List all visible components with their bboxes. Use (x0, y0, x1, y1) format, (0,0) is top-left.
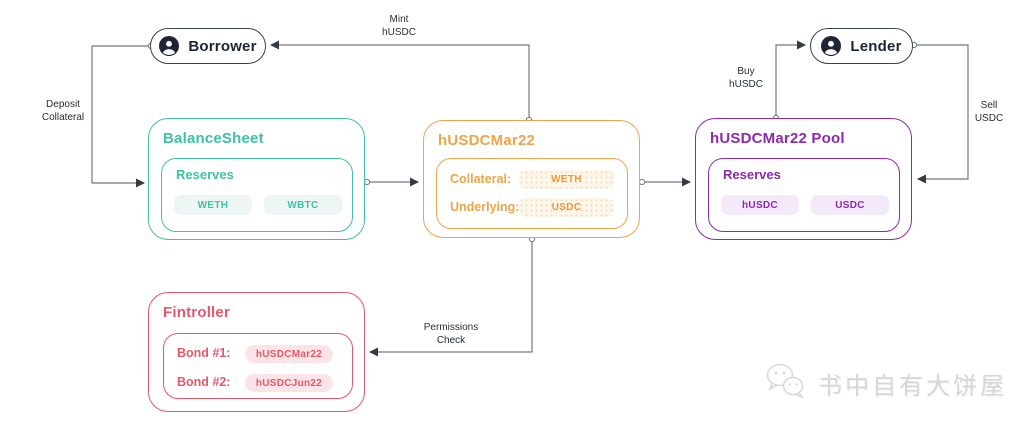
edge-permissions-check (369, 239, 533, 357)
edge-label-line: Check (436, 334, 466, 346)
edge-label-line: Collateral (41, 111, 85, 123)
bond1-value-pill: hUSDCMar22 (245, 345, 333, 363)
bond-node: hUSDCMar22 Collateral: WETH Underlying: … (423, 120, 640, 238)
balancesheet-node: BalanceSheet Reserves WETH WBTC (148, 118, 365, 240)
edge-label-line: USDC (974, 112, 1004, 124)
reserves-title: Reserves (176, 167, 234, 182)
collateral-value-pill: WETH (519, 170, 614, 189)
edge-label-permissions-check: Permissions Check (411, 322, 491, 347)
edge-sell-usdc (914, 44, 969, 184)
edge-label-line: Buy (737, 66, 755, 77)
pool-node: hUSDCMar22 Pool Reserves hUSDC USDC (695, 118, 912, 240)
edge-label-line: Sell (980, 100, 998, 111)
underlying-label: Underlying: (450, 200, 520, 214)
collateral-label: Collateral: (450, 172, 512, 186)
edge-label-deposit-collateral: Deposit Collateral (23, 99, 103, 124)
bond-title: hUSDCMar22 (438, 132, 536, 149)
edge-label-line: Permissions (423, 322, 479, 333)
balancesheet-reserves-box: Reserves WETH WBTC (161, 158, 353, 232)
watermark-text: 书中自有大饼屋 (818, 373, 1007, 400)
fintroller-bonds-box: Bond #1: hUSDCMar22 Bond #2: hUSDCJun22 (163, 333, 353, 399)
borrower-label: Borrower (188, 37, 257, 55)
edge-label-line: Mint (389, 14, 409, 25)
person-icon (159, 36, 180, 56)
pool-title: hUSDCMar22 Pool (710, 130, 845, 147)
pool-reserves-box: Reserves hUSDC USDC (708, 158, 900, 232)
bond1-label: Bond #1: (177, 346, 231, 360)
bond2-label: Bond #2: (177, 375, 231, 389)
edge-deposit-collateral (91, 45, 151, 188)
wechat-icon (764, 360, 808, 407)
token-pill-usdc: USDC (811, 195, 889, 215)
connection-dot (638, 178, 646, 186)
underlying-value-pill: USDC (519, 198, 614, 217)
edge-label-mint-husdc: Mint hUSDC (359, 14, 439, 39)
edge-label-sell-usdc: Sell USDC (949, 100, 1024, 125)
edge-buy-husdc (775, 40, 806, 118)
bond-detail-box: Collateral: WETH Underlying: USDC (436, 158, 628, 229)
bond2-value-pill: hUSDCJun22 (245, 374, 333, 392)
borrower-node: Borrower (150, 28, 266, 64)
token-pill-wbtc: WBTC (264, 195, 342, 215)
token-pill-husdc: hUSDC (721, 195, 799, 215)
connection-dot (363, 178, 371, 186)
edge-label-buy-husdc: Buy hUSDC (706, 66, 786, 91)
edge-mint-husdc (270, 40, 530, 120)
reserves-title: Reserves (723, 167, 781, 182)
edge-label-line: hUSDC (729, 78, 763, 90)
watermark: 书中自有大饼屋 (764, 360, 1007, 407)
fintroller-title: Fintroller (163, 304, 231, 321)
person-icon (821, 36, 842, 56)
edge-label-line: Deposit (46, 99, 80, 110)
token-pill-weth: WETH (174, 195, 252, 215)
balancesheet-title: BalanceSheet (163, 130, 264, 147)
lender-node: Lender (810, 28, 913, 64)
lender-label: Lender (850, 37, 902, 55)
edge-label-line: hUSDC (382, 26, 416, 38)
fintroller-node: Fintroller Bond #1: hUSDCMar22 Bond #2: … (148, 292, 365, 412)
